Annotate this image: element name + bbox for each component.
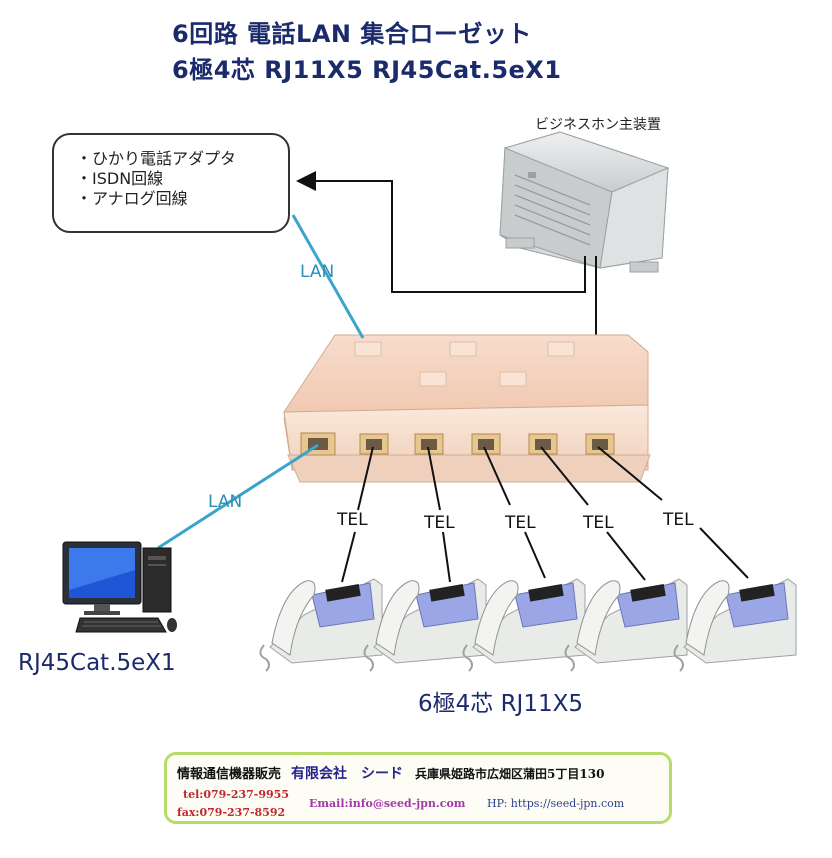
email-link[interactable]: Email:info@seed-jpn.com [309, 797, 466, 810]
pbx-label: ビジネスホン主装置 [535, 117, 661, 133]
homepage-link[interactable]: HP: https://seed-jpn.com [487, 797, 625, 810]
callout-item: ・ひかり電話アダプタ [76, 149, 237, 168]
business-phone-image [673, 578, 797, 672]
lan-cable [157, 443, 319, 550]
pbx-unit-image [499, 131, 670, 273]
tel-label: TEL [337, 510, 368, 530]
business-phone-image [363, 578, 487, 672]
company-header: 情報通信機器販売有限会社 シード兵庫県姫路市広畑区蒲田5丁目130 [177, 763, 604, 783]
rj11-port [528, 433, 558, 455]
callout-item: ・ISDN回線 [76, 169, 164, 188]
rosette-box-image [283, 334, 651, 483]
diagram-subtitle: 6極4芯 RJ11X5 RJ45Cat.5eX1 [172, 56, 562, 84]
diagram-title: 6回路 電話LAN 集合ローゼット [172, 20, 532, 48]
fax-number: fax:079-237-8592 [177, 806, 286, 819]
line-source-callout: ・ひかり電話アダプタ ・ISDN回線 ・アナログ回線 [52, 133, 290, 233]
tel-label: TEL [663, 510, 694, 530]
desktop-pc-image [62, 541, 177, 633]
tel-label: TEL [583, 513, 614, 533]
business-type: 情報通信機器販売 [177, 767, 282, 782]
tel-label: TEL [424, 513, 455, 533]
rj45-spec-label: RJ45Cat.5eX1 [18, 650, 176, 676]
company-info-box: 情報通信機器販売有限会社 シード兵庫県姫路市広畑区蒲田5丁目130 tel:07… [164, 752, 672, 824]
lan-label-top: LAN [300, 262, 335, 282]
company-name: 有限会社 シード [291, 766, 404, 782]
rj11-port [585, 433, 615, 455]
tel-label: TEL [505, 513, 536, 533]
pbx-line-connections [296, 171, 597, 338]
company-address: 兵庫県姫路市広畑区蒲田5丁目130 [415, 767, 605, 781]
business-phone-image [259, 578, 383, 672]
callout-item: ・アナログ回線 [76, 189, 188, 208]
rj11-port [359, 433, 389, 455]
lan-label-bottom: LAN [208, 492, 243, 512]
phone-number: tel:079-237-9955 [183, 788, 289, 801]
rj11-spec-label: 6極4芯 RJ11X5 [418, 691, 583, 717]
rj11-port [471, 433, 501, 455]
tel-cables [341, 446, 749, 583]
lan-cable [291, 214, 365, 339]
business-phone-image [564, 578, 688, 672]
business-phone-image [462, 578, 586, 672]
